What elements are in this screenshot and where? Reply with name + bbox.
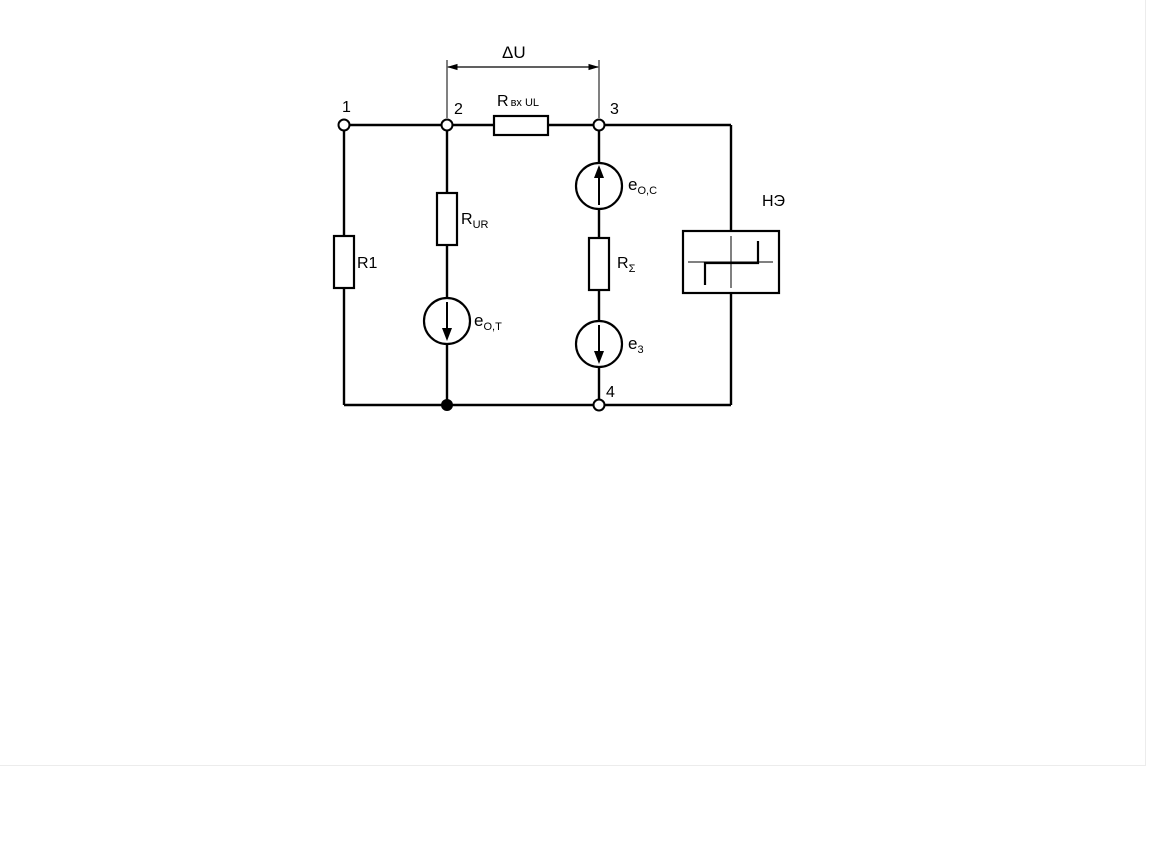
rur-label: RUR <box>461 211 489 231</box>
source-eoc <box>574 161 624 211</box>
source-eot <box>422 296 472 346</box>
node-3 <box>592 118 606 132</box>
source-e3 <box>574 319 624 369</box>
junction-dot <box>441 399 453 411</box>
node-3-label: 3 <box>610 101 619 118</box>
ne-hysteresis-curve <box>703 241 760 285</box>
resistor-rbx <box>492 114 550 137</box>
ne-label: НЭ <box>762 193 785 210</box>
node-2 <box>440 118 454 132</box>
delta-u-label: ΔU <box>502 43 526 62</box>
resistor-r1 <box>332 234 356 290</box>
delta-u-dimension <box>446 60 600 118</box>
node-2-label: 2 <box>454 101 463 118</box>
node-1 <box>337 118 351 132</box>
nonlinear-element <box>681 229 781 295</box>
node-4-label: 4 <box>606 384 615 401</box>
r1-label: R1 <box>357 255 378 272</box>
node-4 <box>592 398 606 412</box>
resistor-rur <box>435 191 459 247</box>
drawing-sheet <box>0 0 1146 766</box>
node-1-label: 1 <box>342 99 351 116</box>
eoc-label: eO,C <box>628 175 657 197</box>
rsigma-label: RΣ <box>617 255 636 275</box>
e3-label: e3 <box>628 334 644 356</box>
eot-label: eO,T <box>474 311 502 333</box>
resistor-rsigma <box>587 236 611 292</box>
wires <box>342 123 733 407</box>
